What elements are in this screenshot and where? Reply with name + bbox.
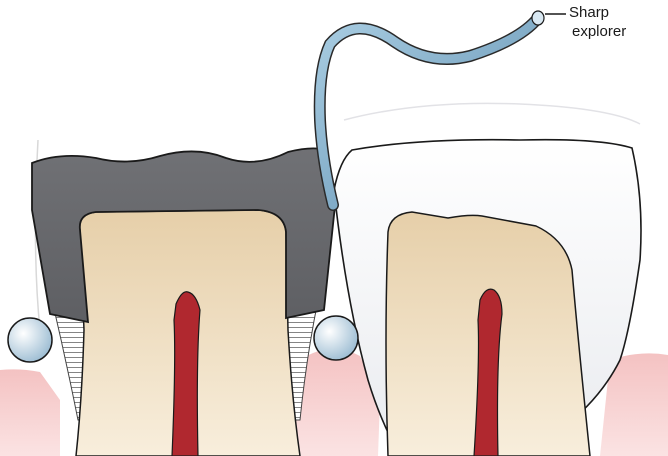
right-enamel-rim [344, 103, 640, 124]
gingiva [0, 369, 60, 456]
right-pulp [474, 289, 502, 456]
explorer-end [532, 11, 544, 25]
callout-label: explorer [572, 23, 626, 41]
calculus-bead-icon [314, 316, 358, 360]
callout-label: Sharp [569, 4, 609, 22]
left-pulp [172, 292, 200, 456]
calculus-bead-icon [8, 318, 52, 362]
